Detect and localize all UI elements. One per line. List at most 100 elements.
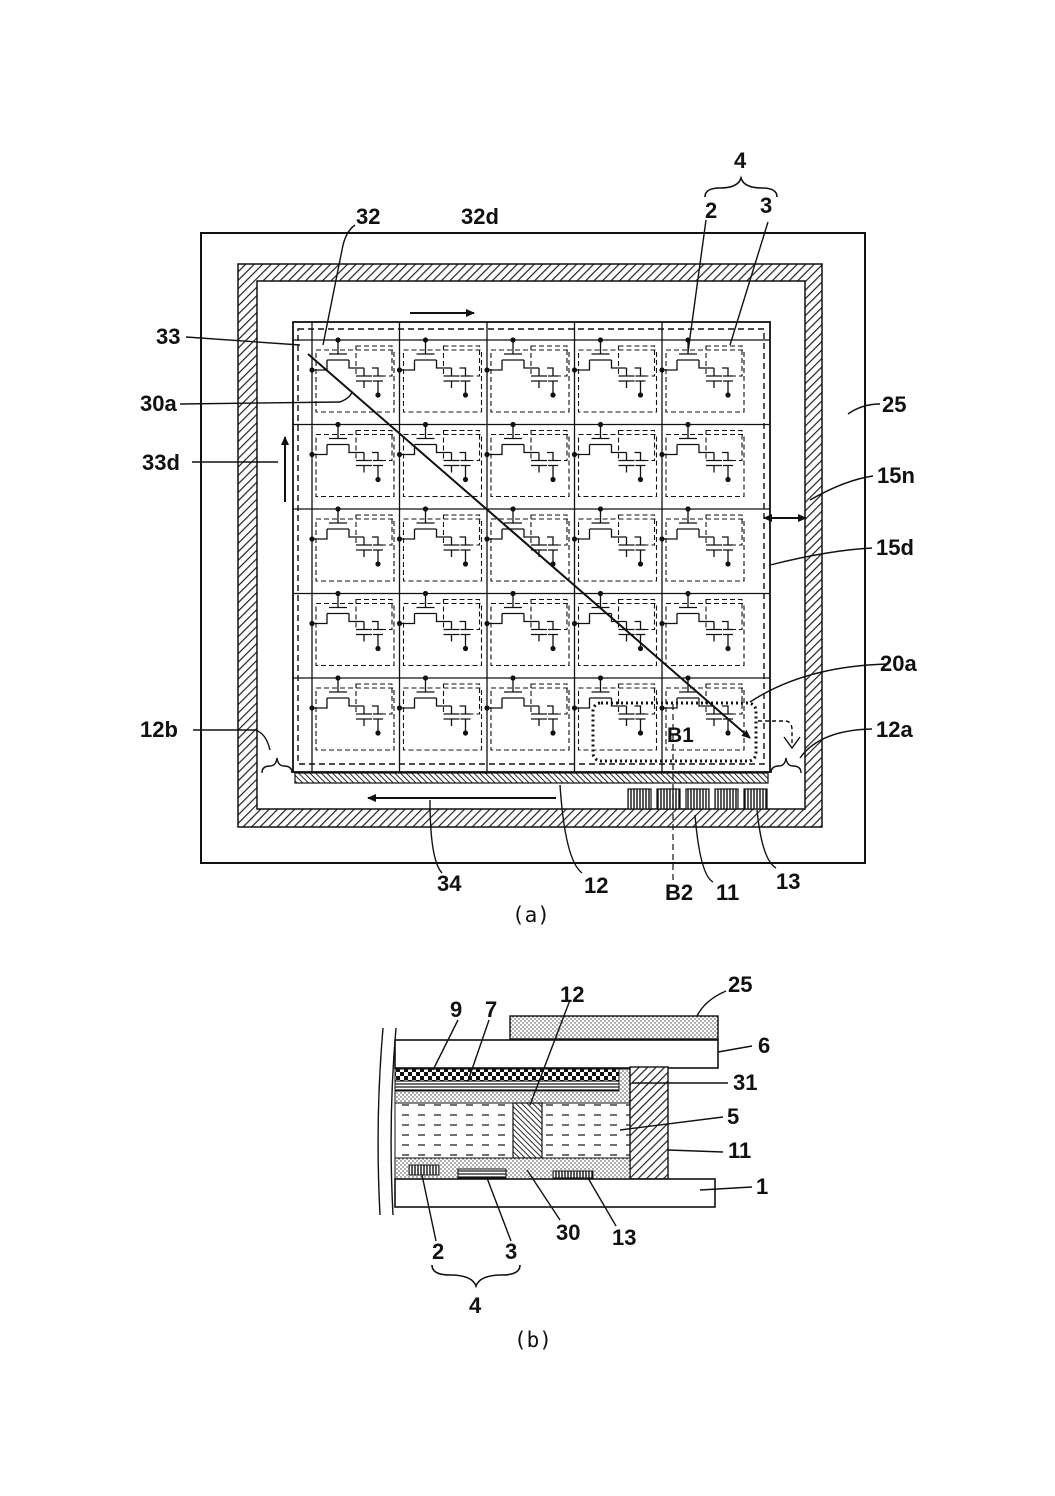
capacitor-node	[638, 477, 643, 482]
label-30: 30	[556, 1220, 580, 1245]
label-9: 9	[450, 997, 462, 1022]
seal-11	[630, 1067, 668, 1179]
capacitor-symbol	[531, 622, 558, 649]
capacitor-symbol	[356, 622, 383, 649]
label-4-top: 4	[734, 148, 747, 173]
bracket-12b	[262, 758, 292, 773]
capacitor-symbol	[531, 706, 558, 733]
capacitor-symbol	[619, 453, 646, 480]
layer-5-lc-right	[542, 1103, 630, 1158]
capacitor-symbol	[706, 453, 733, 480]
label-30a: 30a	[140, 391, 177, 416]
label-12b: 12b	[140, 717, 178, 742]
label-25-a: 25	[882, 392, 906, 417]
layer-5-lc-left	[395, 1103, 513, 1158]
layer-9-checker	[395, 1069, 624, 1081]
capacitor-symbol	[444, 368, 471, 395]
label-3-b: 3	[505, 1239, 517, 1264]
break-line-left	[378, 1028, 383, 1215]
layer-6-counter-substrate	[395, 1040, 718, 1068]
capacitor-symbol	[356, 368, 383, 395]
terminal-13	[553, 1171, 593, 1178]
capacitor-node	[725, 392, 730, 397]
capacitor-node	[725, 561, 730, 566]
spacer-12	[513, 1103, 542, 1158]
capacitor-node	[375, 646, 380, 651]
label-33d: 33d	[142, 450, 180, 475]
capacitor-symbol	[531, 368, 558, 395]
capacitor-node	[638, 561, 643, 566]
label-33: 33	[156, 324, 180, 349]
label-20a: 20a	[880, 651, 917, 676]
capacitor-symbol	[356, 537, 383, 564]
capacitor-node	[550, 477, 555, 482]
capacitor-node	[725, 477, 730, 482]
capacitor-node	[638, 730, 643, 735]
label-7: 7	[485, 997, 497, 1022]
label-13-a: 13	[776, 869, 800, 894]
capacitor-symbol	[706, 537, 733, 564]
capacitor-node	[550, 646, 555, 651]
capacitor-node	[463, 730, 468, 735]
capacitor-symbol	[619, 537, 646, 564]
label-25-b: 25	[728, 972, 752, 997]
capacitor-node	[463, 392, 468, 397]
capacitor-node	[463, 477, 468, 482]
label-13-b: 13	[612, 1225, 636, 1250]
capacitor-symbol	[356, 453, 383, 480]
capacitor-node	[463, 561, 468, 566]
label-2-b: 2	[432, 1239, 444, 1264]
capacitor-3	[458, 1169, 506, 1178]
label-11-a: 11	[716, 880, 739, 905]
capacitor-node	[638, 392, 643, 397]
cover-plate-25	[201, 233, 865, 863]
capacitor-node	[463, 646, 468, 651]
capacitor-node	[725, 730, 730, 735]
label-12-b: 12	[560, 982, 584, 1007]
label-32d: 32d	[461, 204, 499, 229]
label-b2: B2	[665, 880, 693, 905]
label-3: 3	[760, 193, 772, 218]
figure-b: 9 7 12 25 6 31 5 11 1 2 3 30 13 4 (b)	[378, 972, 770, 1352]
capacitor-symbol	[444, 706, 471, 733]
driver-strip-12	[295, 773, 768, 783]
transistor-2	[409, 1165, 439, 1175]
label-34: 34	[437, 871, 462, 896]
capacitor-symbol	[444, 622, 471, 649]
label-b1: B1	[667, 724, 694, 747]
figure-a: 4 2 3 32 32d 33 30a 33d 25 15n 15d 20a 1…	[140, 148, 917, 927]
terminal-pads-13	[628, 789, 767, 809]
capacitor-node	[550, 730, 555, 735]
label-11-b: 11	[728, 1138, 751, 1163]
bracket-12a	[771, 758, 801, 773]
label-15n: 15n	[877, 463, 915, 488]
layer-7	[395, 1081, 619, 1091]
label-5: 5	[727, 1104, 739, 1129]
layer-25-cover	[510, 1016, 718, 1039]
capacitor-symbol	[531, 453, 558, 480]
capacitor-symbol	[356, 706, 383, 733]
label-12a: 12a	[876, 717, 913, 742]
capacitor-node	[550, 392, 555, 397]
capacitor-symbol	[619, 368, 646, 395]
label-32: 32	[356, 204, 380, 229]
capacitor-node	[638, 646, 643, 651]
capacitor-symbol	[706, 368, 733, 395]
label-1: 1	[756, 1174, 768, 1199]
label-6: 6	[758, 1033, 770, 1058]
capacitor-node	[375, 392, 380, 397]
capacitor-symbol	[706, 622, 733, 649]
label-15d: 15d	[876, 535, 914, 560]
caption-a: (a)	[512, 903, 550, 927]
label-2: 2	[705, 198, 717, 223]
capacitor-symbol	[444, 537, 471, 564]
capacitor-node	[375, 561, 380, 566]
label-4-bottom: 4	[469, 1293, 482, 1318]
bracket-4-bottom	[432, 1265, 520, 1286]
capacitor-node	[375, 477, 380, 482]
capacitor-node	[375, 730, 380, 735]
caption-b: (b)	[514, 1328, 552, 1352]
label-12-a: 12	[584, 873, 608, 898]
layer-1-substrate	[395, 1179, 715, 1207]
